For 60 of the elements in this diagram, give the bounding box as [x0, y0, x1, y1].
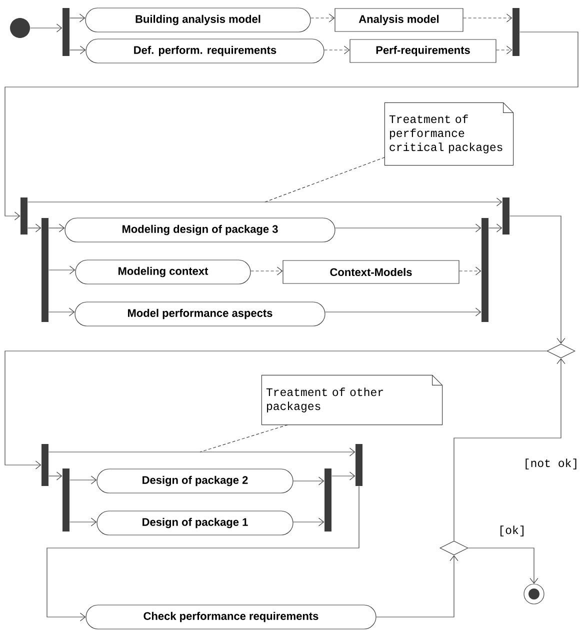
arrow: [496, 46, 512, 54]
arrow: [293, 518, 324, 526]
sync-bar: [62, 8, 70, 56]
arrow: [510, 216, 566, 344]
sync-bar: [482, 218, 488, 322]
sync-bar: [42, 444, 48, 486]
arrow: [48, 448, 356, 456]
sync-bar: [324, 468, 332, 532]
arrow: [335, 224, 482, 232]
note: Treatment of performance critical packages: [384, 102, 514, 166]
action-box: Model performance aspects: [74, 302, 326, 326]
object-box: Analysis model: [334, 8, 464, 32]
arrow: [30, 24, 62, 32]
action-box: Modeling context: [75, 260, 251, 284]
arrow: [488, 224, 502, 232]
sync-bar: [512, 8, 520, 56]
guard-label: [ok]: [500, 526, 524, 536]
object-box: Context-Models: [282, 260, 460, 284]
action-box: Modeling design of package 3: [64, 218, 336, 242]
arrow: [332, 472, 356, 480]
action-box: Check performance requirements: [86, 604, 376, 630]
leader-line: [200, 424, 288, 452]
sync-bar: [356, 444, 362, 486]
arrow: [325, 308, 482, 316]
arrow: [310, 14, 335, 22]
arrow: [48, 266, 76, 274]
object-box: Perf-requirements: [350, 39, 496, 63]
leader-line: [264, 157, 385, 202]
arrow: [70, 518, 97, 526]
arrow: [250, 266, 283, 276]
action-box: Design of package 2: [96, 468, 294, 494]
end-circle: [524, 584, 544, 604]
arrow: [28, 224, 42, 232]
action-box: Building analysis model: [85, 8, 311, 32]
arrow: [459, 266, 482, 276]
start-circle: [10, 18, 30, 38]
arrow: [454, 358, 566, 541]
arrow: [48, 308, 75, 316]
arrow: [70, 476, 97, 484]
arrow: [463, 14, 512, 22]
note: Treatment of other packages: [261, 374, 443, 426]
arrow: [46, 486, 360, 622]
arrow: [48, 224, 65, 232]
arrow: [293, 476, 324, 486]
guard-label: [not ok]: [526, 458, 576, 470]
sync-bar: [42, 218, 48, 322]
arrow: [70, 46, 86, 54]
arrow: [376, 555, 458, 618]
sync-bar: [62, 468, 70, 532]
action-box: Design of package 1: [96, 510, 294, 536]
sync-bar: [502, 198, 510, 234]
arrow: [48, 472, 62, 480]
arrow: [28, 198, 502, 206]
action-box: Def. perform. requirements: [86, 38, 324, 64]
sync-bar: [20, 198, 28, 234]
arrow: [468, 548, 538, 584]
arrow: [70, 14, 86, 22]
arrow: [4, 350, 547, 470]
arrow: [4, 32, 578, 220]
arrow: [324, 46, 350, 54]
